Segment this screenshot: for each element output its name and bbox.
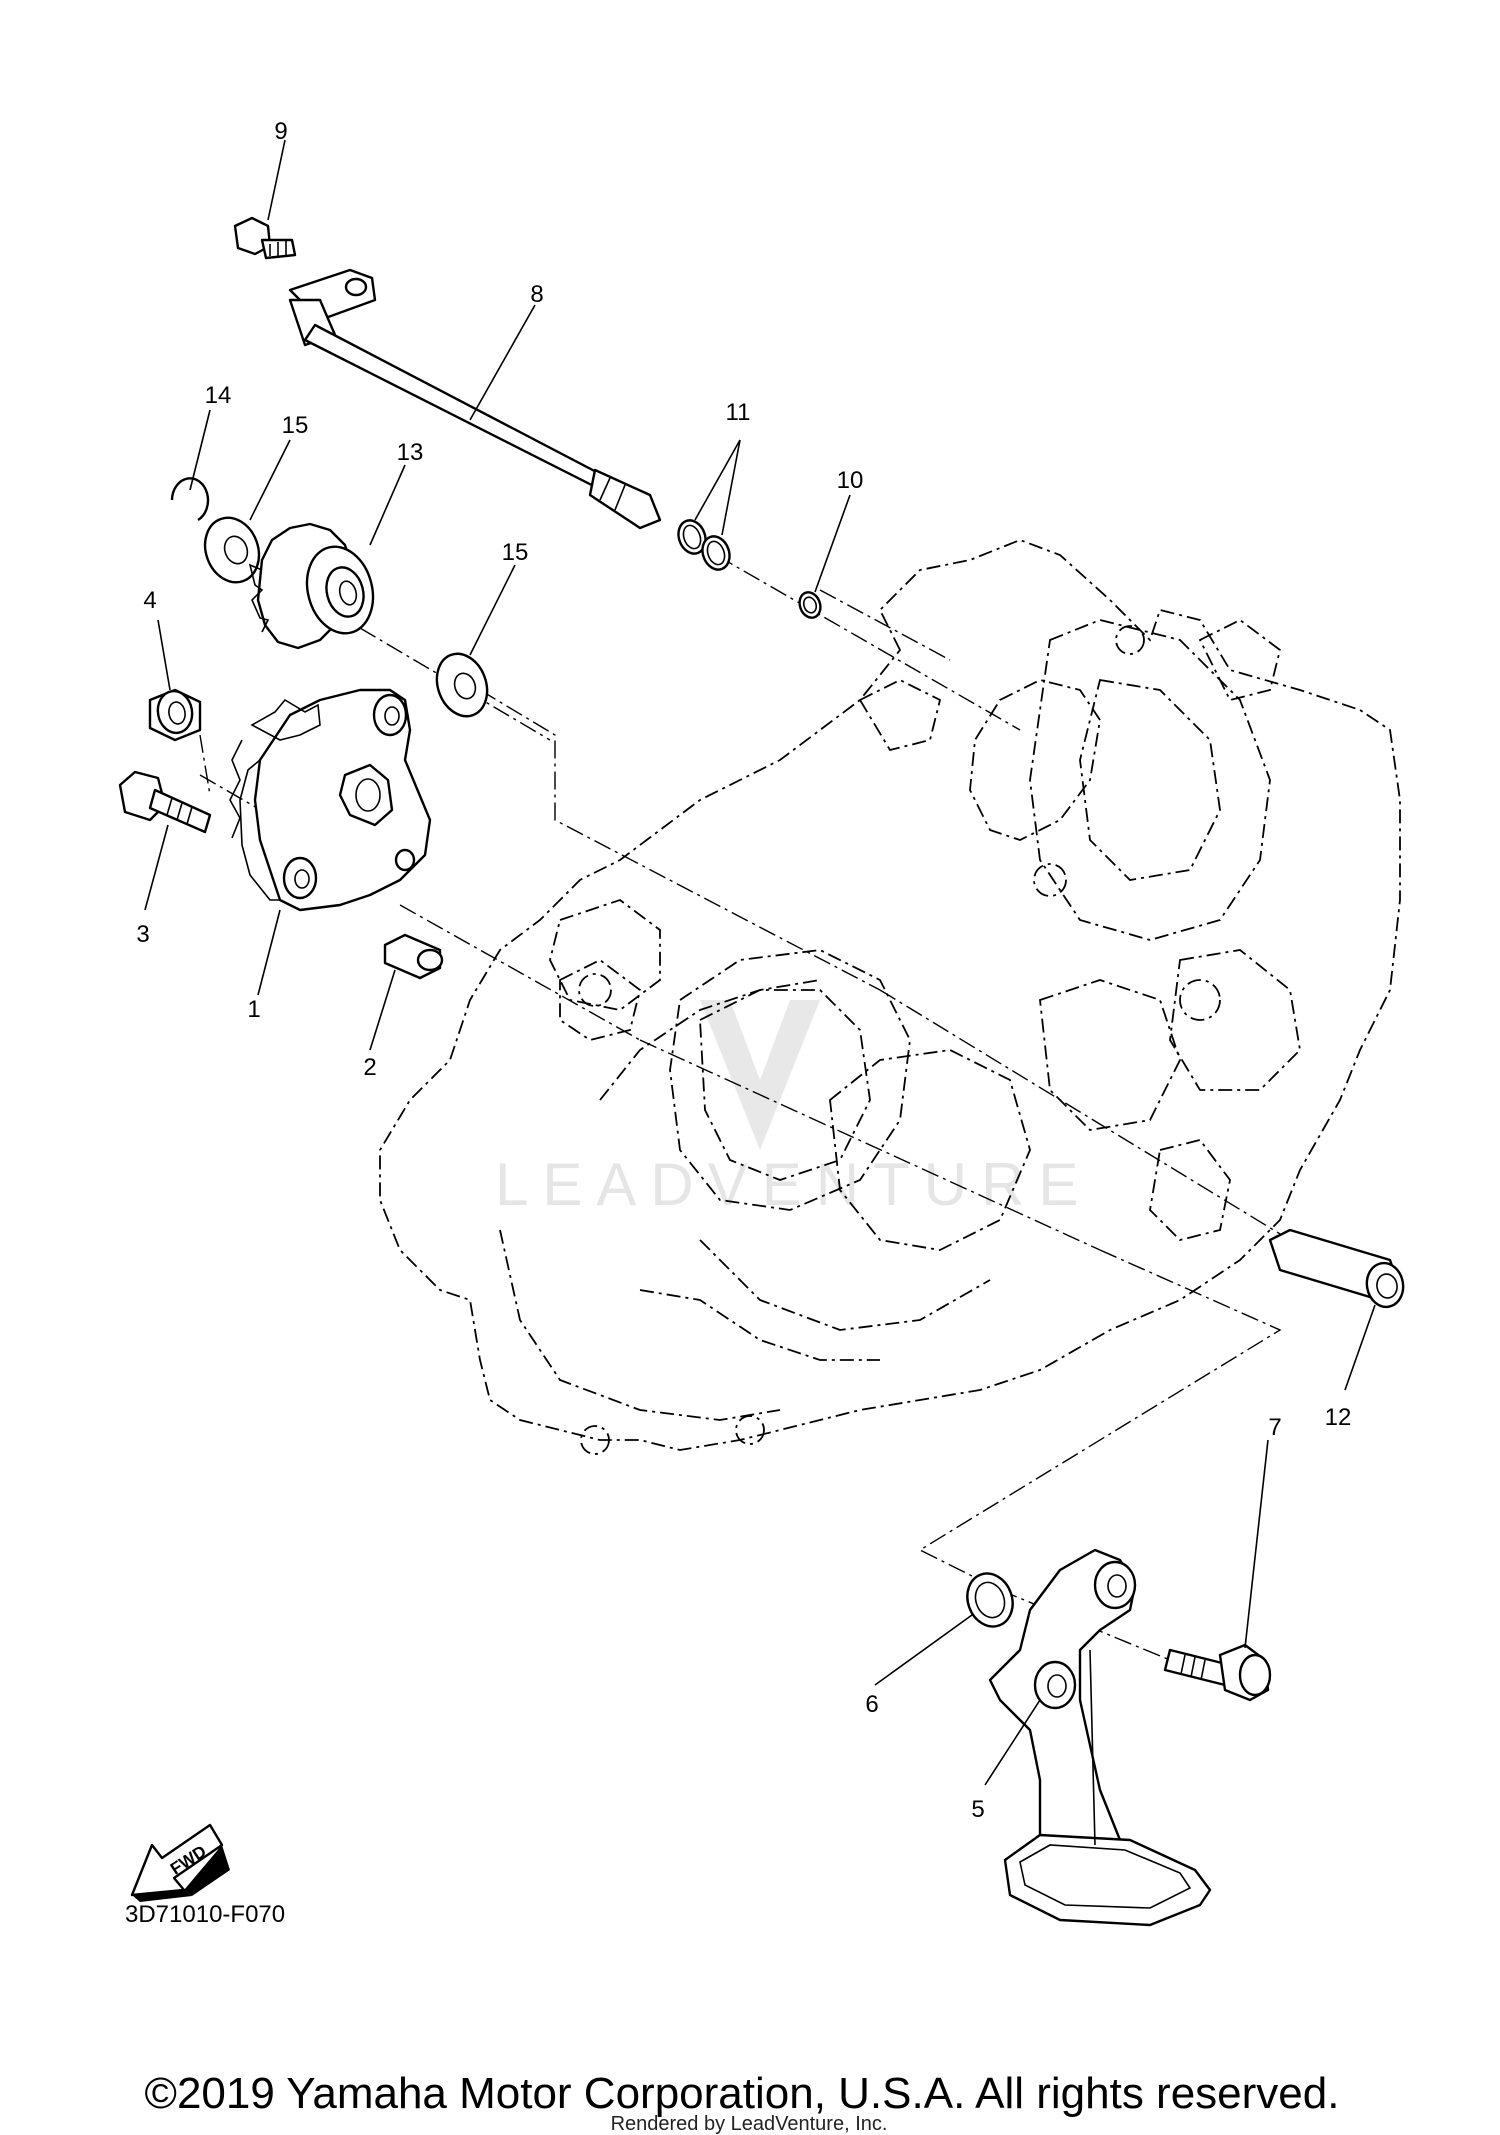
callout-9: 9 (274, 118, 287, 145)
part-5-oil-strainer (988, 1548, 1212, 1927)
diagram-code: 3D71010-F070 (125, 1901, 285, 1928)
callout-10: 10 (837, 467, 864, 494)
callout-15-upper: 15 (282, 412, 309, 439)
callout-14: 14 (205, 382, 232, 409)
callout-labels: 9 8 11 10 14 15 13 15 4 3 1 2 12 6 5 7 (136, 118, 1351, 1823)
watermark: LEADVENTURE (495, 1000, 1092, 1218)
svg-text:LEADVENTURE: LEADVENTURE (495, 1151, 1092, 1218)
part-4-collar (148, 688, 202, 742)
callout-2: 2 (363, 1054, 376, 1081)
part-1-oil-pump (229, 688, 432, 912)
part-3-bolt (118, 770, 212, 834)
part-12-pipe (1268, 1228, 1405, 1309)
part-14-circlip (170, 477, 210, 522)
callout-13: 13 (397, 439, 424, 466)
copyright-notice: ©2019 Yamaha Motor Corporation, U.S.A. A… (145, 2069, 1340, 2118)
part-11-o-rings (677, 519, 731, 571)
part-13-gear (248, 522, 375, 650)
part-10-o-ring (798, 591, 822, 619)
part-9-bolt (233, 216, 297, 260)
part-2-dowel-pin (383, 933, 444, 980)
callout-12: 12 (1325, 1404, 1352, 1431)
callout-4: 4 (143, 587, 156, 614)
part-15-washer-lower (435, 652, 489, 718)
callout-11: 11 (726, 399, 751, 426)
rendered-by-notice: Rendered by LeadVenture, Inc. (611, 2113, 888, 2135)
callout-8: 8 (530, 281, 543, 308)
callout-7: 7 (1268, 1414, 1281, 1441)
part-15-washer-upper (203, 516, 261, 584)
leader-lines (144, 139, 1376, 1786)
crankcase-outline (379, 539, 1401, 1455)
callout-15-lower: 15 (502, 539, 529, 566)
part-7-bolt (1163, 1643, 1272, 1702)
callout-6: 6 (865, 1691, 878, 1718)
part-6-o-ring (966, 1572, 1014, 1628)
callout-5: 5 (971, 1796, 984, 1823)
part-8-oil-pipe (288, 268, 662, 530)
fwd-arrow-icon: FWD (130, 1823, 230, 1902)
callout-1: 1 (247, 996, 260, 1023)
callout-3: 3 (136, 921, 149, 948)
